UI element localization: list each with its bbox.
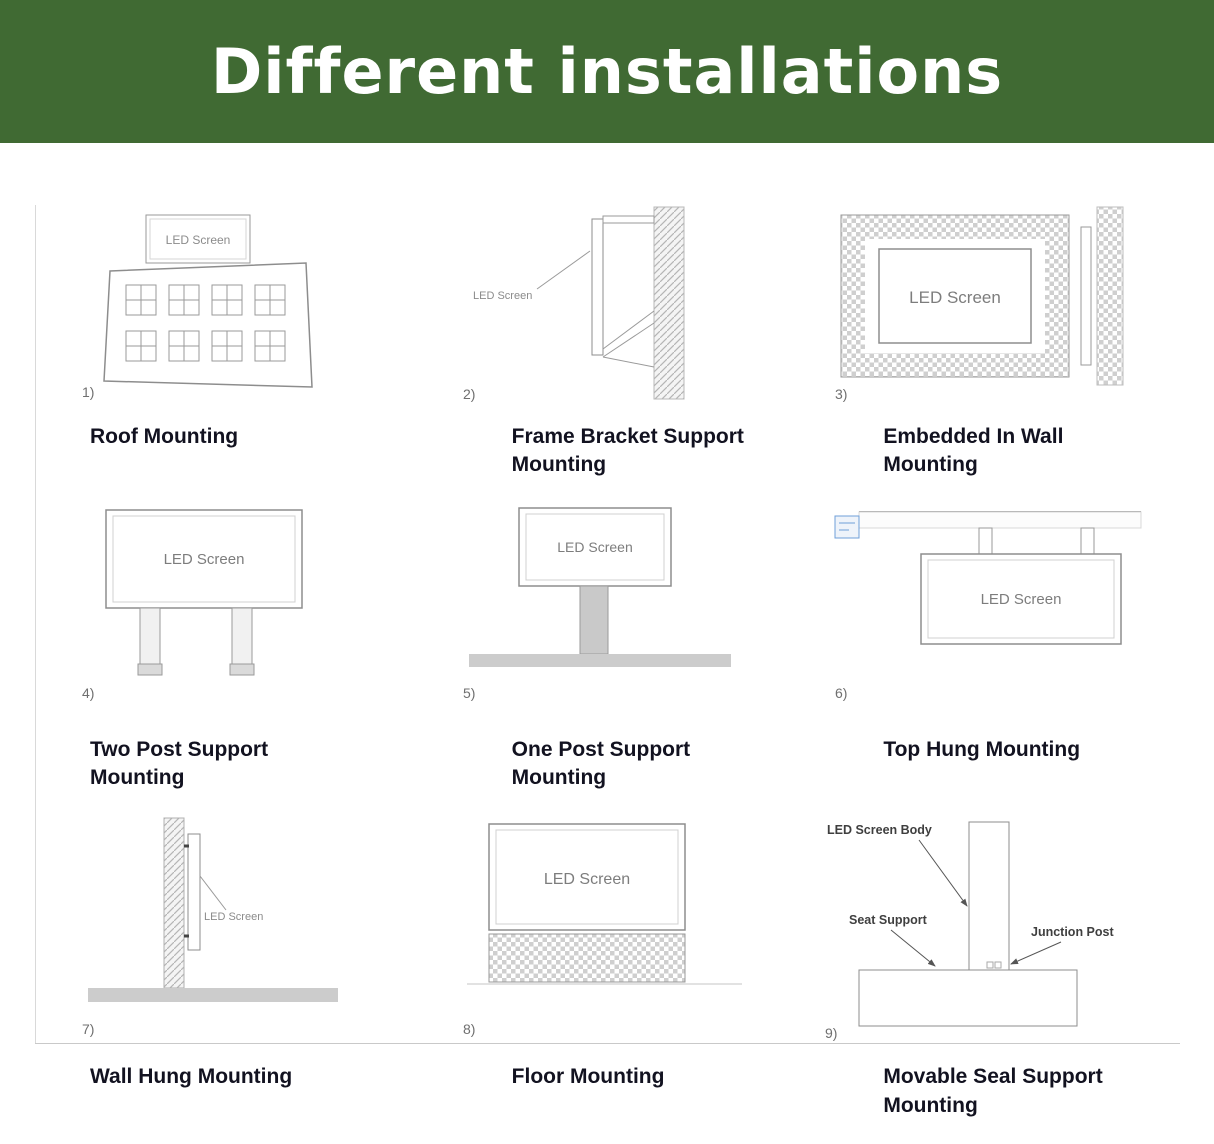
- cell-one-post-mounting: LED Screen 5) One Post Support Mounting: [417, 504, 799, 817]
- building-icon: [103, 262, 313, 388]
- cell-frame-bracket-mounting: LED Screen 2) Frame Bracket Support Moun…: [417, 205, 799, 504]
- screen-panel-icon: [878, 248, 1032, 344]
- ground-icon: [87, 988, 338, 1003]
- screen-panel-icon: [105, 508, 303, 609]
- embedded-wall-drawing: LED Screen 3): [835, 206, 1124, 402]
- caption-one-post-mounting: One Post Support Mounting: [511, 737, 691, 790]
- window-grid-icon: [125, 284, 286, 362]
- caption-floor-mounting: Floor Mounting: [511, 1065, 665, 1089]
- screen-label: LED Screen: [473, 290, 532, 302]
- frame-bracket-drawing: LED Screen 2): [463, 206, 685, 402]
- seat-support-icon: [858, 969, 1078, 1027]
- content-frame-bottom-border: [35, 1043, 1180, 1044]
- screen-body-label: LED Screen Body: [827, 823, 932, 837]
- support-post-icon: [579, 585, 609, 655]
- ground-icon: [469, 653, 732, 667]
- movable-seal-drawing: LED Screen Body Seat Support Junction Po…: [825, 821, 1115, 1041]
- screen-label: LED Screen: [558, 539, 633, 555]
- floor-mounting-diagram: LED Screen 8): [417, 816, 799, 1051]
- roof-mounting-drawing: LED Screen 1): [82, 214, 313, 400]
- caption-frame-bracket-mounting: Frame Bracket Support Mounting: [511, 425, 744, 477]
- screen-panel-icon: [518, 506, 673, 587]
- caption-wall-hung-mounting: Wall Hung Mounting: [90, 1065, 293, 1089]
- diagram-number: 7): [82, 1021, 94, 1037]
- top-hung-drawing: LED Screen 6): [834, 510, 1142, 701]
- wall-hatch-icon: [163, 817, 185, 989]
- screen-label: LED Screen: [981, 591, 1062, 608]
- diagram-number: 4): [82, 685, 94, 701]
- diagram-number: 9): [825, 1025, 837, 1041]
- caption-embedded-wall-mounting: Embedded In Wall Mounting: [883, 425, 1064, 477]
- screen-panel-icon: [591, 218, 604, 356]
- caption-roof-mounting: Roof Mounting: [90, 425, 239, 448]
- screen-label: LED Screen: [909, 288, 1001, 307]
- junction-post-label: Junction Post: [1031, 925, 1114, 939]
- side-wall-icon: [1096, 206, 1124, 386]
- wall-hung-diagram: LED Screen 7): [35, 816, 417, 1051]
- content-frame-left-border: [35, 205, 36, 1043]
- image-placeholder-icon: [834, 515, 860, 539]
- cell-roof-mounting: LED Screen 1) Roof Mounting: [35, 205, 417, 504]
- caption-top-hung-mounting: Top Hung Mounting: [883, 737, 1081, 761]
- embedded-wall-diagram: LED Screen 3): [798, 205, 1180, 405]
- diagram-number: 1): [82, 384, 94, 400]
- diagram-number: 2): [463, 386, 475, 402]
- frame-bracket-diagram: LED Screen 2): [417, 205, 799, 405]
- top-hung-diagram: LED Screen 6): [798, 504, 1180, 704]
- hanger-post-icon: [1080, 527, 1095, 555]
- screen-body-icon: [968, 821, 1010, 971]
- installations-grid: LED Screen 1) Roof Mounting: [35, 205, 1180, 1144]
- diagram-number: 5): [463, 685, 475, 701]
- diagram-number: 3): [835, 386, 847, 402]
- screen-label: LED Screen: [163, 551, 244, 568]
- screen-label: LED Screen: [165, 233, 230, 247]
- wall-hung-drawing: LED Screen 7): [82, 817, 338, 1037]
- screen-panel-icon: [488, 823, 687, 932]
- cell-top-hung-mounting: LED Screen 6) Top Hung Mounting: [798, 504, 1180, 817]
- diagram-number: 8): [463, 1021, 475, 1037]
- screen-panel-icon: [187, 833, 201, 951]
- screen-panel-icon: [920, 552, 1122, 645]
- cell-floor-mounting: LED Screen 8) Floor Mounting: [417, 816, 799, 1144]
- roof-mounting-diagram: LED Screen 1): [35, 205, 417, 405]
- two-post-diagram: LED Screen 4): [35, 504, 417, 704]
- cell-wall-hung-mounting: LED Screen 7) Wall Hung Mounting: [35, 816, 417, 1144]
- base-block-icon: [488, 933, 686, 983]
- caption-two-post-mounting: Two Post Support Mounting: [90, 737, 269, 790]
- screen-label: LED Screen: [544, 871, 630, 888]
- two-post-drawing: LED Screen 4): [82, 508, 303, 701]
- movable-seal-diagram: LED Screen Body Seat Support Junction Po…: [798, 816, 1180, 1051]
- cell-embedded-wall-mounting: LED Screen 3) Embedded In Wall Mounting: [798, 205, 1180, 504]
- cell-two-post-mounting: LED Screen 4) Two Post Support Mounting: [35, 504, 417, 817]
- page-title: Different installations: [210, 35, 1004, 108]
- cell-movable-seal-mounting: LED Screen Body Seat Support Junction Po…: [798, 816, 1180, 1144]
- diagram-number: 6): [835, 685, 847, 701]
- support-posts-icon: [137, 607, 255, 676]
- hanger-post-icon: [978, 527, 993, 555]
- caption-movable-seal-mounting: Movable Seal Support Mounting: [883, 1065, 1103, 1117]
- floor-mounting-drawing: LED Screen 8): [463, 823, 743, 1037]
- header-banner: Different installations: [0, 0, 1214, 143]
- one-post-drawing: LED Screen 5): [463, 506, 732, 701]
- screen-label: LED Screen: [204, 911, 263, 923]
- one-post-diagram: LED Screen 5): [417, 504, 799, 704]
- seat-support-label: Seat Support: [849, 913, 928, 927]
- wall-hatch-icon: [653, 206, 685, 400]
